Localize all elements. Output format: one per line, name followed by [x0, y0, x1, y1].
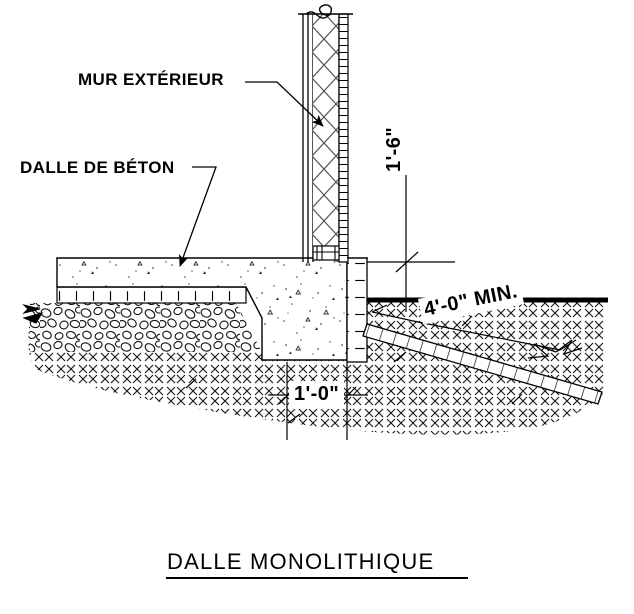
callout-label-concrete-slab: DALLE DE BÉTON — [20, 158, 175, 177]
wall-break-line — [298, 4, 353, 19]
leader-frost-depth — [371, 304, 577, 351]
drawing-title: DALLE MONOLITHIQUE — [167, 549, 435, 574]
left-break-symbols — [22, 303, 44, 324]
leader-wall-callout — [245, 81, 324, 127]
dimension-wall-height — [347, 160, 455, 312]
callout-label-exterior-wall: MUR EXTÉRIEUR — [78, 70, 224, 89]
exterior-wall-assembly — [302, 13, 349, 263]
sloped-frost-protection-band — [362, 323, 603, 405]
perimeter-insulation-board — [346, 257, 368, 363]
dimension-label-wall-height: 1'-6" — [382, 123, 407, 175]
leader-slab-callout — [179, 166, 217, 267]
sub-slab-insulation-layer — [56, 286, 247, 304]
dimension-label-footing-width: 1'-0" — [289, 381, 345, 409]
gravel-base-layer — [30, 303, 262, 352]
